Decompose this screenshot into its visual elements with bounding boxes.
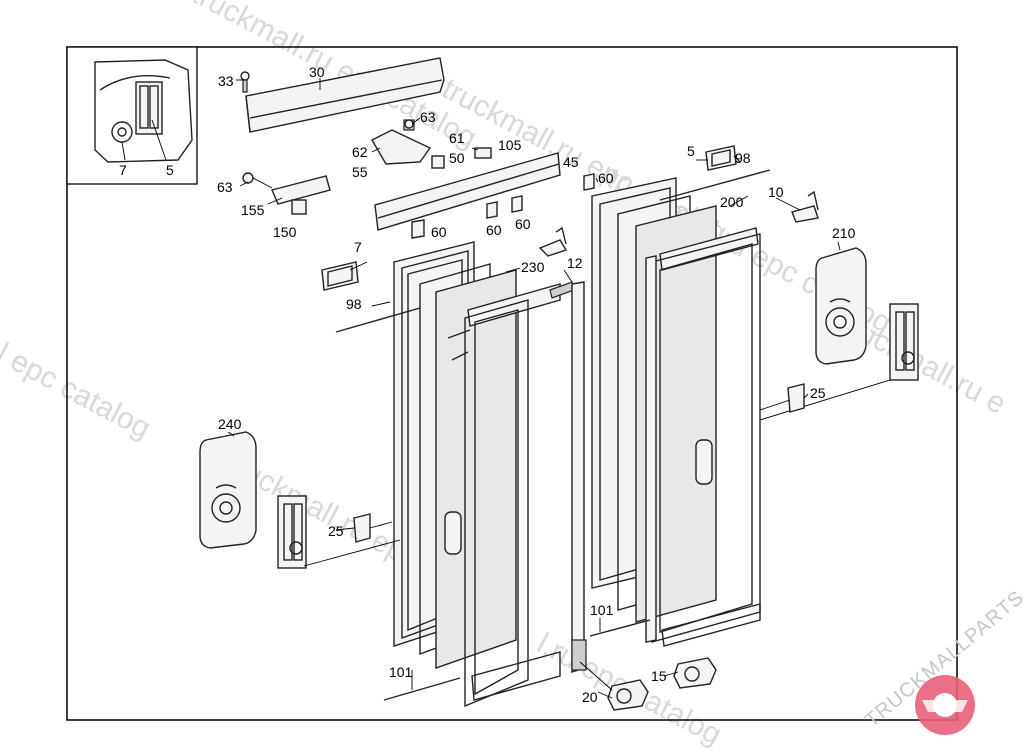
part-roller-20	[579, 661, 649, 711]
callout-label: 60	[515, 216, 531, 232]
callout-label: 63	[217, 179, 233, 195]
callout-label: 150	[273, 224, 297, 240]
part-lock-mechanism-right	[759, 303, 919, 421]
callout-label: 50	[449, 150, 465, 166]
inset-view: 7 5	[66, 46, 198, 185]
callout-label: 62	[352, 144, 368, 160]
watermark-text: l epc catalog	[0, 337, 156, 445]
callout-label: 101	[389, 664, 413, 680]
callout-label: 105	[498, 137, 522, 153]
part-roller-15	[673, 657, 717, 689]
callout-label: 5	[166, 162, 174, 178]
part-seal-98	[335, 307, 421, 333]
callout-label: 60	[486, 222, 502, 238]
callout-label: 7	[354, 239, 362, 255]
callout-label: 45	[563, 154, 579, 170]
callout-label: 33	[218, 73, 234, 89]
part-lock-plate-150	[242, 172, 331, 215]
callout-label: 60	[598, 170, 614, 186]
callout-label: 240	[218, 416, 242, 432]
callout-label: 20	[582, 689, 598, 705]
callout-label: 7	[119, 162, 127, 178]
callout-label: 60	[431, 224, 447, 240]
callout-labels: 33 30 63 62 61 55 50 105 45 63 155 150 6…	[217, 64, 856, 705]
part-lock-panel-240	[199, 431, 257, 549]
part-lock-panel-210	[815, 247, 867, 365]
part-seal-101-right	[589, 619, 651, 637]
callout-label: 61	[449, 130, 465, 146]
callout-label: 25	[328, 523, 344, 539]
callout-label: 15	[651, 668, 667, 684]
part-lock-mechanism-left	[277, 495, 401, 569]
callout-label: 98	[346, 296, 362, 312]
callout-label: 10	[768, 184, 784, 200]
part-seal-101	[383, 677, 461, 701]
callout-label: 230	[521, 259, 545, 275]
part-bracket-7	[321, 261, 359, 291]
callout-label: 30	[309, 64, 325, 80]
part-clip-25-left	[353, 513, 393, 543]
part-bracket-5	[705, 145, 737, 171]
part-top-rail-30	[240, 57, 445, 133]
part-clips-60	[411, 173, 595, 239]
callout-label: 25	[810, 385, 826, 401]
part-clip-25-right	[759, 383, 805, 413]
part-rail-45	[374, 152, 561, 231]
truckmall-logo: TRUCKMALLPARTS	[861, 586, 1024, 735]
part-hinge-bracket-62	[371, 119, 492, 169]
callout-label: 63	[420, 109, 436, 125]
part-seal-98-right	[659, 169, 771, 201]
callout-label: 155	[241, 202, 265, 218]
left-door-assembly	[393, 241, 587, 708]
callout-label: 210	[832, 225, 856, 241]
callout-label: 101	[590, 602, 614, 618]
leader-lines	[227, 79, 841, 699]
right-door-assembly	[591, 177, 761, 647]
part-hinge-12	[538, 226, 568, 257]
callout-label: 5	[687, 143, 695, 159]
callout-label: 55	[352, 164, 368, 180]
callout-label: 200	[720, 194, 744, 210]
part-hinge-10	[791, 190, 819, 223]
callout-label: 98	[735, 150, 751, 166]
drawing-border	[66, 46, 958, 721]
callout-label: 12	[567, 255, 583, 271]
